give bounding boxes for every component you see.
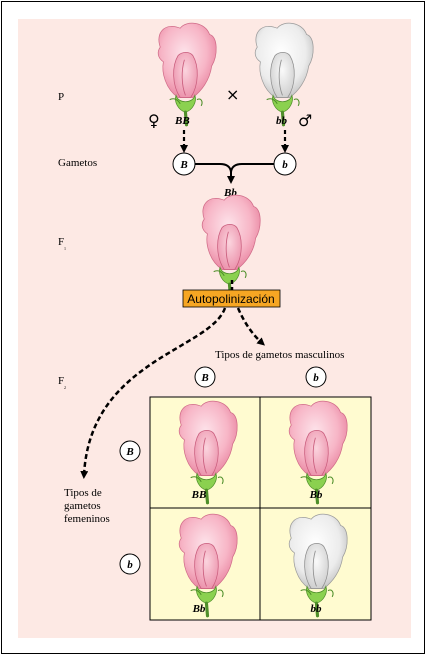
punnett-male-gamete-circle-2 (305, 366, 327, 388)
female-gametes-title-line3: femeninos (64, 513, 110, 525)
punnett-male-gamete-1: B (200, 372, 208, 384)
punnett-cell-4-genotype: bb (311, 603, 323, 615)
male-gametes-title: Tipos de gametos masculinos (215, 349, 344, 361)
cross-symbol: × (226, 85, 239, 104)
parent-male-genotype: bb (276, 115, 288, 127)
punnett-female-gamete-circle-1 (119, 440, 141, 462)
female-gametes-title-line1: Tipos de (64, 487, 102, 499)
autopolinizacion-box (182, 289, 281, 308)
male-symbol: ♂ (298, 111, 312, 130)
female-gametes-title-line2: gametos (64, 500, 101, 512)
autopolinizacion-label: Autopolinización (187, 292, 274, 306)
punnett-male-gamete-2: b (313, 372, 319, 384)
label-f1: F (58, 236, 64, 248)
parent-female-genotype: BB (174, 115, 190, 127)
parent-male-flower (253, 21, 315, 127)
arrow-to-male-gametes (236, 307, 265, 346)
parent-female-flower (156, 21, 218, 127)
punnett-female-gamete-2: b (127, 559, 133, 571)
arrow-to-female-gametes (80, 307, 227, 479)
label-p: P (58, 91, 64, 103)
punnett-female-gamete-circle-2 (119, 553, 141, 575)
punnett-cell-1-genotype: BB (191, 489, 207, 501)
label-f2-subscript: 2 (64, 385, 66, 390)
gamete-male-label: b (282, 159, 288, 171)
punnett-cell-2-genotype: Bb (309, 489, 323, 501)
fertilization-connector (195, 163, 274, 173)
gamete-female-label: B (179, 159, 187, 171)
punnett-cell-3-genotype: Bb (192, 603, 206, 615)
label-gametos: Gametos (58, 157, 97, 169)
female-symbol: ♀ (148, 111, 160, 130)
label-f2: F (58, 375, 64, 387)
label-f1-subscript: 1 (64, 246, 66, 251)
punnett-female-gamete-1: B (125, 446, 133, 458)
punnett-male-gamete-circle-1 (194, 366, 216, 388)
